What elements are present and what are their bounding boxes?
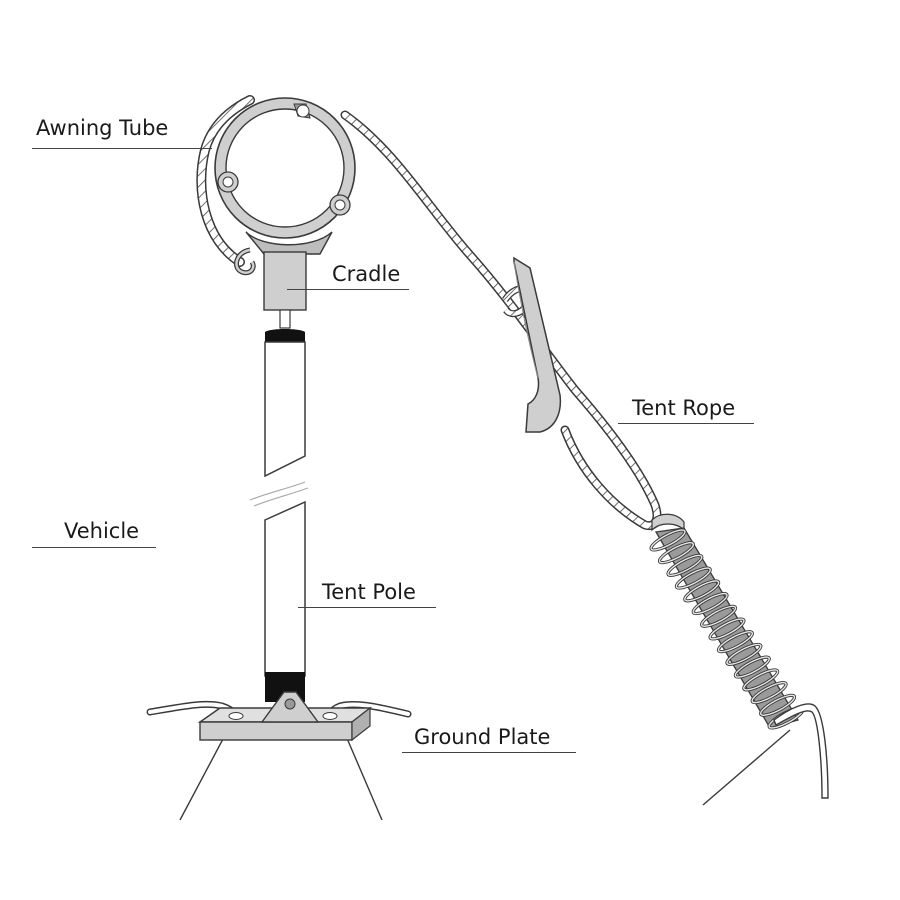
- spring-coil: [717, 631, 754, 653]
- spring-coil: [700, 605, 737, 627]
- label-tent-pole: Tent Pole: [322, 580, 416, 604]
- spring-coil: [667, 554, 703, 577]
- cradle-drawing: [233, 231, 333, 329]
- spring-coils: [649, 528, 805, 730]
- label-ground-plate: Ground Plate: [414, 725, 551, 749]
- awning-tube-drawing: [214, 97, 356, 239]
- spring-coil: [734, 656, 770, 678]
- spring-coil: [743, 669, 779, 691]
- leader-tent-pole: [298, 607, 436, 608]
- tent-rope-drawing: [196, 95, 662, 531]
- spring-coil: [684, 580, 720, 602]
- label-awning-tube: Awning Tube: [36, 116, 169, 140]
- leader-vehicle: [32, 547, 156, 548]
- label-tent-rope: Tent Rope: [632, 396, 736, 420]
- spring-coil: [751, 681, 787, 704]
- label-vehicle: Vehicle: [64, 519, 140, 543]
- tent-stake-drawing: [702, 703, 829, 806]
- leader-awning-tube: [32, 148, 212, 149]
- spring-coil: [650, 529, 686, 551]
- leader-ground-plate: [402, 752, 576, 753]
- leader-cradle: [287, 289, 409, 290]
- spring-coil: [709, 618, 745, 640]
- spring-tensioner-drawing: [649, 513, 805, 730]
- leader-tent-rope: [618, 423, 754, 424]
- spring-coil: [759, 694, 796, 716]
- tent-pole-drawing: [249, 329, 309, 702]
- spring-coil: [658, 542, 695, 564]
- spring-coil: [726, 643, 762, 666]
- ground-plate-drawing: [146, 691, 412, 742]
- label-cradle: Cradle: [332, 262, 401, 286]
- spring-coil: [675, 567, 711, 589]
- spring-coil: [692, 592, 728, 615]
- rope-adjuster-drawing: [513, 256, 562, 433]
